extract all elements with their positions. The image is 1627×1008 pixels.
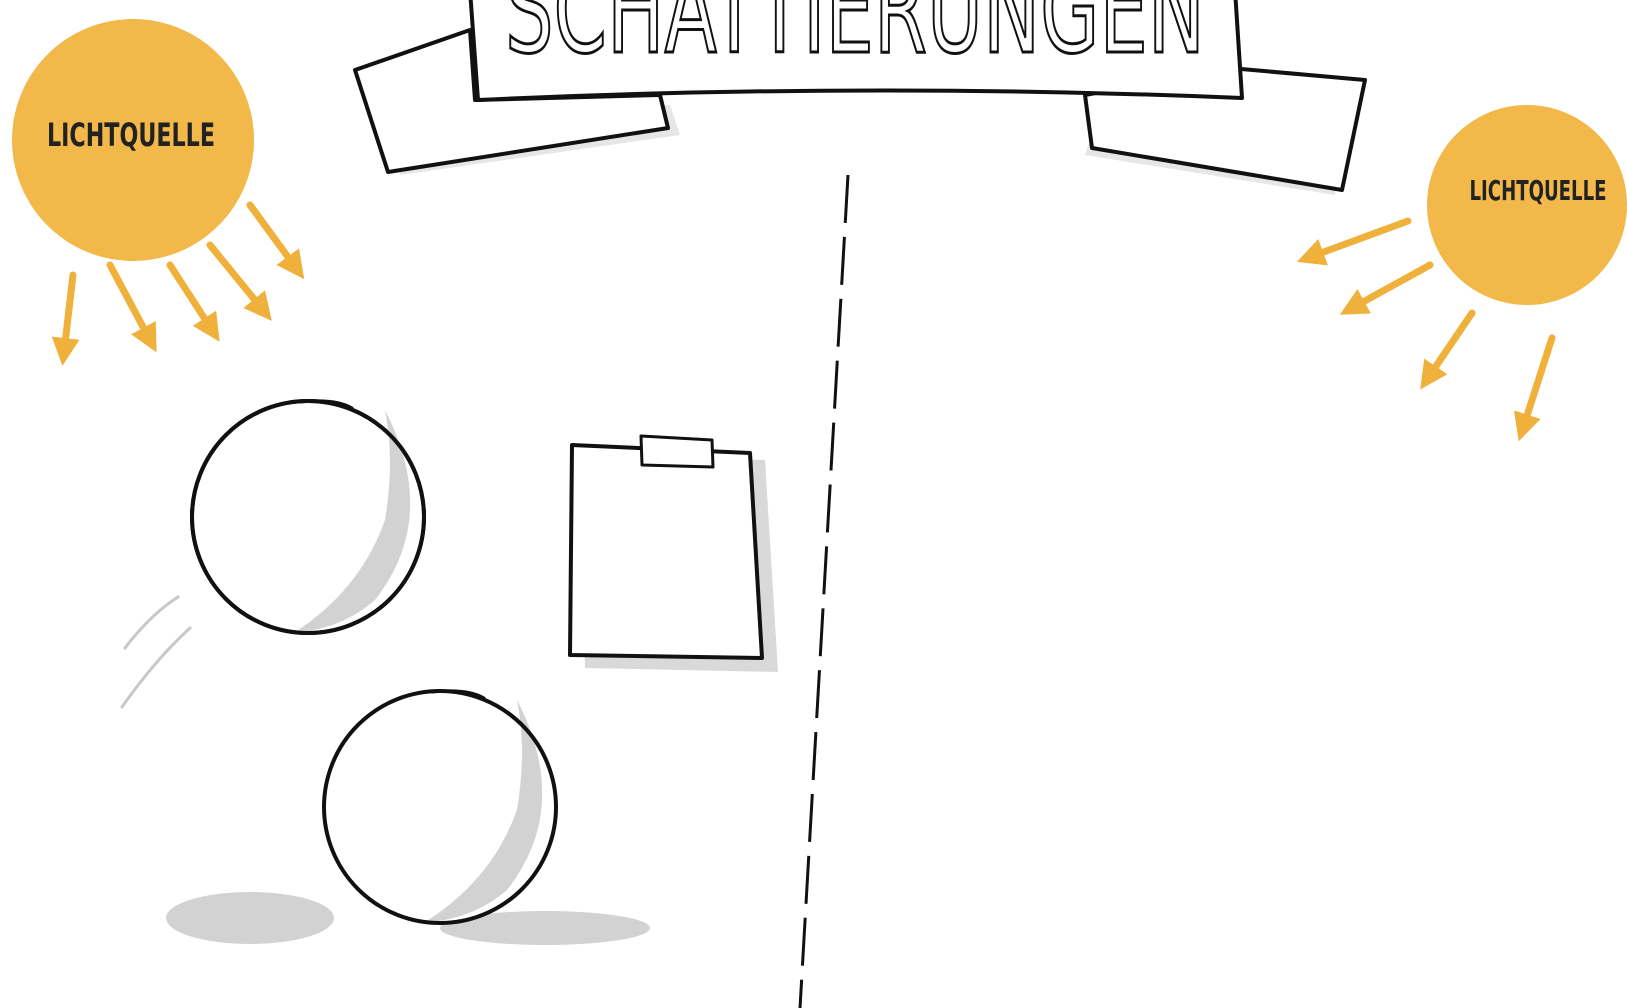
divider-line [800, 175, 848, 1008]
ray-arrow-icon [210, 245, 263, 310]
title-banner: SCHATTIERUNGEN [355, 0, 1365, 195]
ray-arrow-icon [1352, 265, 1430, 308]
ray-arrow-icon [1523, 338, 1552, 428]
ray-arrow-icon [110, 265, 150, 340]
ray-arrow-icon [64, 275, 73, 352]
light-source-right: LICHTQUELLE [1310, 105, 1627, 428]
ray-arrow-icon [250, 205, 296, 268]
sun-label: LICHTQUELLE [47, 116, 215, 154]
card-outline [570, 445, 762, 658]
tape-strip [641, 436, 713, 467]
motion-line [125, 597, 178, 648]
ray-arrow-icon [170, 265, 212, 330]
motion-lines [122, 597, 190, 707]
sphere-bottom [166, 691, 650, 945]
ray-arrow-icon [1428, 313, 1472, 378]
sun-label: LICHTQUELLE [1470, 174, 1607, 207]
cast-shadow-left [166, 892, 334, 944]
light-source-left: LICHTQUELLE [12, 19, 296, 352]
ray-arrow-icon [1310, 221, 1408, 257]
taped-card [570, 436, 778, 672]
sphere-top [192, 401, 424, 633]
